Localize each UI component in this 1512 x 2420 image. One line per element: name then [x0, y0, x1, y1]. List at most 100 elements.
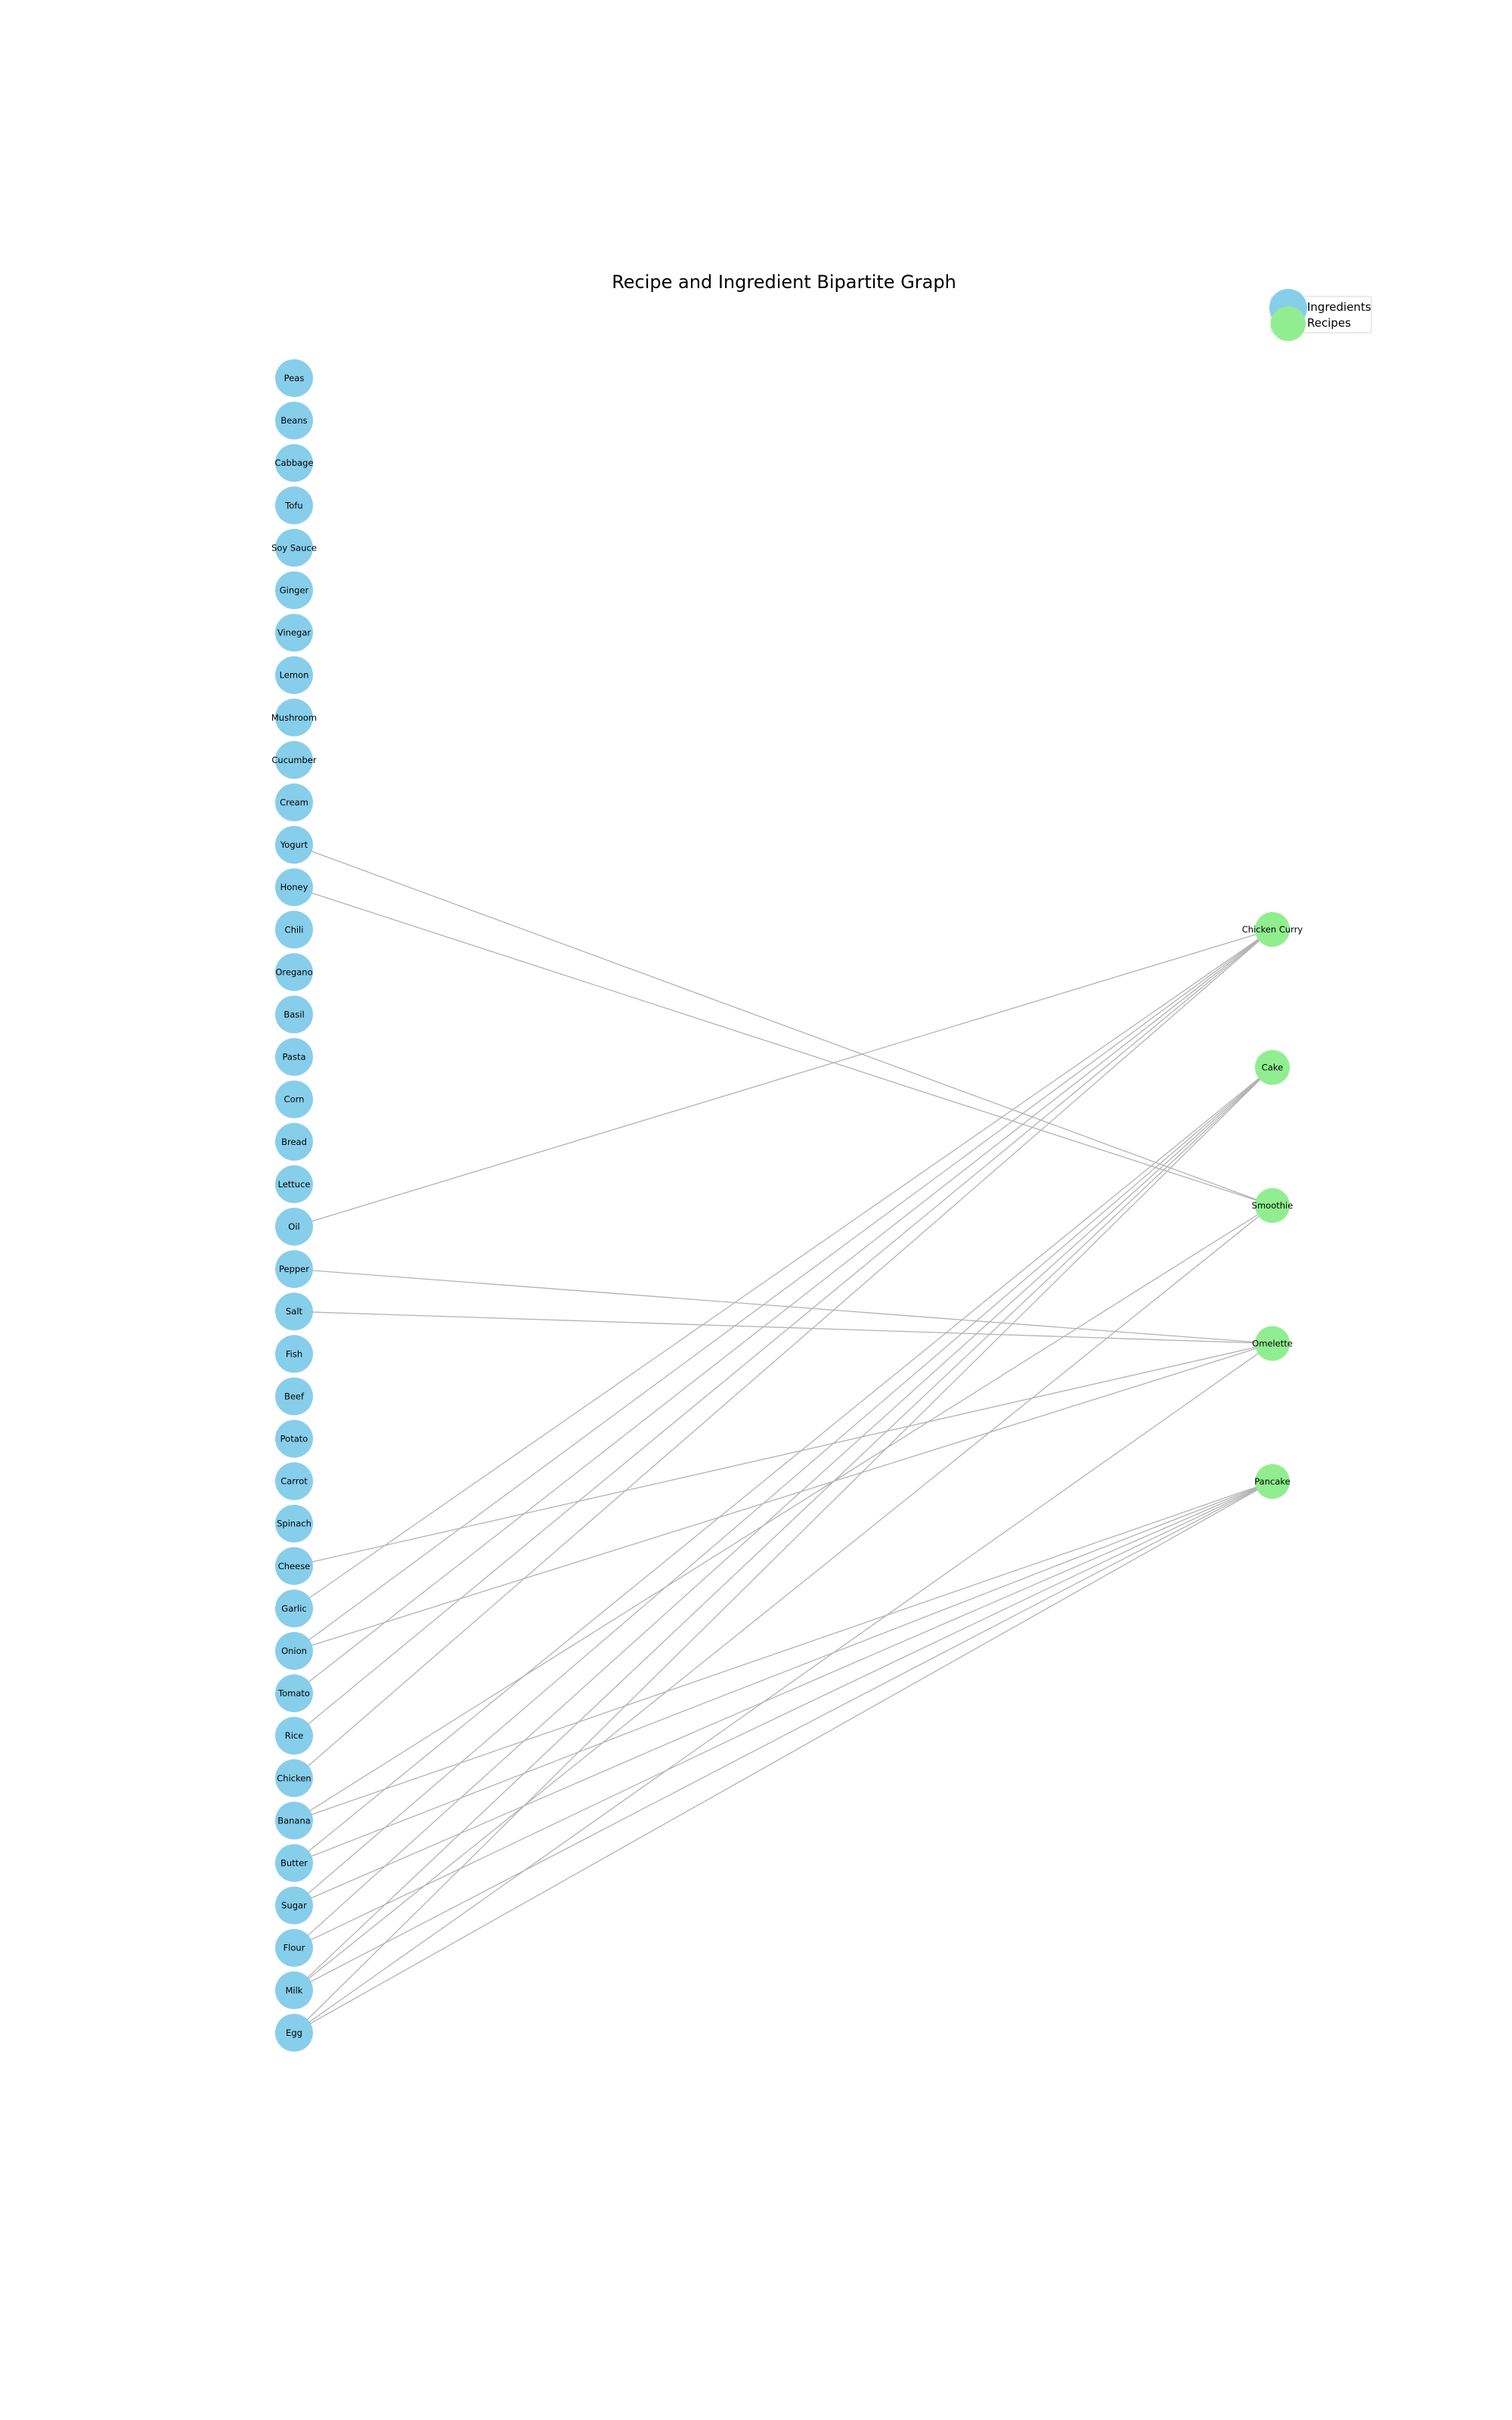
ingredient-label: Mushroom — [271, 712, 317, 723]
recipe-circle — [1255, 1188, 1290, 1223]
ingredient-label: Lemon — [280, 670, 309, 681]
edge-egg-cake — [293, 1067, 1273, 2034]
ingredient-node-spinach: Spinach — [275, 1504, 313, 1543]
ingredient-label: Sugar — [281, 1900, 307, 1911]
legend-recipes-label: Recipes — [1307, 316, 1351, 330]
ingredient-circle — [275, 1080, 313, 1118]
edge-salt-omelette — [293, 1311, 1273, 1345]
ingredient-circle — [275, 953, 313, 991]
ingredient-circle — [275, 995, 313, 1034]
ingredient-label: Oregano — [275, 966, 312, 977]
ingredient-label: Cheese — [278, 1561, 311, 1571]
ingredient-circle — [275, 613, 313, 652]
ingredient-label: Egg — [286, 2028, 302, 2038]
recipe-label: Cake — [1262, 1063, 1283, 1073]
ingredient-node-mushroom: Mushroom — [271, 698, 317, 737]
ingredient-node-sugar: Sugar — [275, 1886, 313, 1925]
ingredient-circle — [275, 1462, 313, 1500]
edge-milk-smoothie — [293, 1205, 1273, 1991]
ingredient-circle — [275, 1632, 313, 1670]
ingredient-label: Cabbage — [274, 458, 313, 468]
ingredient-circle — [275, 571, 313, 610]
ingredient-circle — [275, 1292, 313, 1331]
edge-egg-pancake — [293, 1481, 1273, 2034]
ingredient-circle — [275, 826, 313, 864]
recipe-circle — [1255, 1050, 1290, 1085]
ingredient-node-salt: Salt — [275, 1292, 313, 1331]
ingredient-label: Honey — [280, 882, 308, 892]
ingredient-label: Chili — [285, 924, 304, 935]
ingredient-label: Garlic — [281, 1603, 306, 1614]
ingredient-label: Onion — [281, 1646, 307, 1656]
ingredient-node-pasta: Pasta — [275, 1038, 313, 1076]
recipe-circle — [1255, 1326, 1290, 1361]
edge-egg-omelette — [293, 1342, 1273, 2034]
edge-rice-chicken-curry — [293, 929, 1273, 1736]
edge-milk-pancake — [293, 1481, 1273, 1991]
edge-butter-pancake — [293, 1481, 1273, 1864]
edge-banana-pancake — [293, 1481, 1273, 1822]
ingredient-label: Milk — [286, 1985, 303, 1996]
ingredient-circle — [275, 1038, 313, 1076]
ingredient-label: Tofu — [284, 500, 302, 510]
ingredient-circle — [275, 1419, 313, 1458]
ingredient-node-beef: Beef — [275, 1377, 313, 1416]
edge-flour-pancake — [293, 1481, 1273, 1949]
ingredient-node-pepper: Pepper — [275, 1250, 313, 1289]
ingredient-node-fish: Fish — [275, 1335, 313, 1373]
ingredient-label: Tomato — [277, 1688, 310, 1699]
ingredient-label: Lettuce — [278, 1179, 311, 1190]
ingredient-node-garlic: Garlic — [275, 1589, 313, 1627]
ingredient-node-cream: Cream — [275, 783, 313, 821]
edge-onion-chicken-curry — [293, 929, 1273, 1652]
ingredient-node-oil: Oil — [275, 1208, 313, 1246]
ingredient-label: Butter — [280, 1858, 308, 1869]
ingredient-circle — [275, 740, 313, 779]
edge-butter-cake — [293, 1066, 1273, 1864]
ingredient-label: Pepper — [279, 1264, 309, 1274]
ingredient-label: Chicken — [277, 1773, 311, 1783]
ingredient-circle — [275, 1504, 313, 1543]
ingredient-label: Banana — [277, 1815, 311, 1826]
ingredient-node-bread: Bread — [275, 1122, 313, 1161]
ingredient-node-tomato: Tomato — [275, 1674, 313, 1713]
ingredient-node-butter: Butter — [275, 1844, 313, 1882]
ingredient-label: Peas — [284, 373, 305, 383]
ingredient-node-yogurt: Yogurt — [275, 826, 313, 864]
ingredient-circle — [275, 1928, 313, 1967]
ingredient-label: Beans — [280, 415, 307, 426]
legend: Ingredients Recipes — [1269, 289, 1372, 341]
recipe-node-omelette: Omelette — [1252, 1326, 1293, 1361]
legend-recipe-marker — [1271, 306, 1306, 341]
ingredient-node-onion: Onion — [275, 1632, 313, 1670]
ingredient-circle — [275, 1801, 313, 1840]
ingredient-label: Beef — [284, 1391, 305, 1401]
ingredient-node-oregano: Oregano — [275, 953, 313, 991]
ingredient-circle — [275, 1250, 313, 1289]
ingredient-node-beans: Beans — [275, 402, 313, 440]
edge-milk-cake — [293, 1067, 1273, 1991]
recipe-label: Omelette — [1252, 1339, 1293, 1349]
ingredient-label: Corn — [284, 1094, 305, 1105]
edge-honey-smoothie — [293, 886, 1273, 1206]
ingredient-node-chili: Chili — [275, 911, 313, 949]
edge-onion-omelette — [293, 1342, 1273, 1652]
ingredient-label: Bread — [281, 1137, 307, 1147]
recipe-node-smoothie: Smoothie — [1252, 1188, 1293, 1223]
ingredient-circle — [275, 1377, 313, 1416]
ingredient-label: Carrot — [280, 1476, 308, 1487]
ingredient-label: Rice — [285, 1730, 304, 1741]
ingredient-circle — [275, 911, 313, 949]
ingredient-circle — [275, 1547, 313, 1585]
ingredient-node-milk: Milk — [275, 1971, 313, 2009]
ingredient-node-lettuce: Lettuce — [275, 1165, 313, 1203]
ingredient-label: Oil — [288, 1221, 299, 1232]
ingredient-node-cabbage: Cabbage — [274, 444, 314, 482]
ingredient-label: Pasta — [282, 1052, 305, 1063]
edge-chicken-chicken-curry — [293, 929, 1273, 1779]
edge-pepper-omelette — [293, 1268, 1273, 1345]
edge-flour-cake — [293, 1067, 1273, 1949]
ingredient-node-corn: Corn — [275, 1080, 313, 1118]
